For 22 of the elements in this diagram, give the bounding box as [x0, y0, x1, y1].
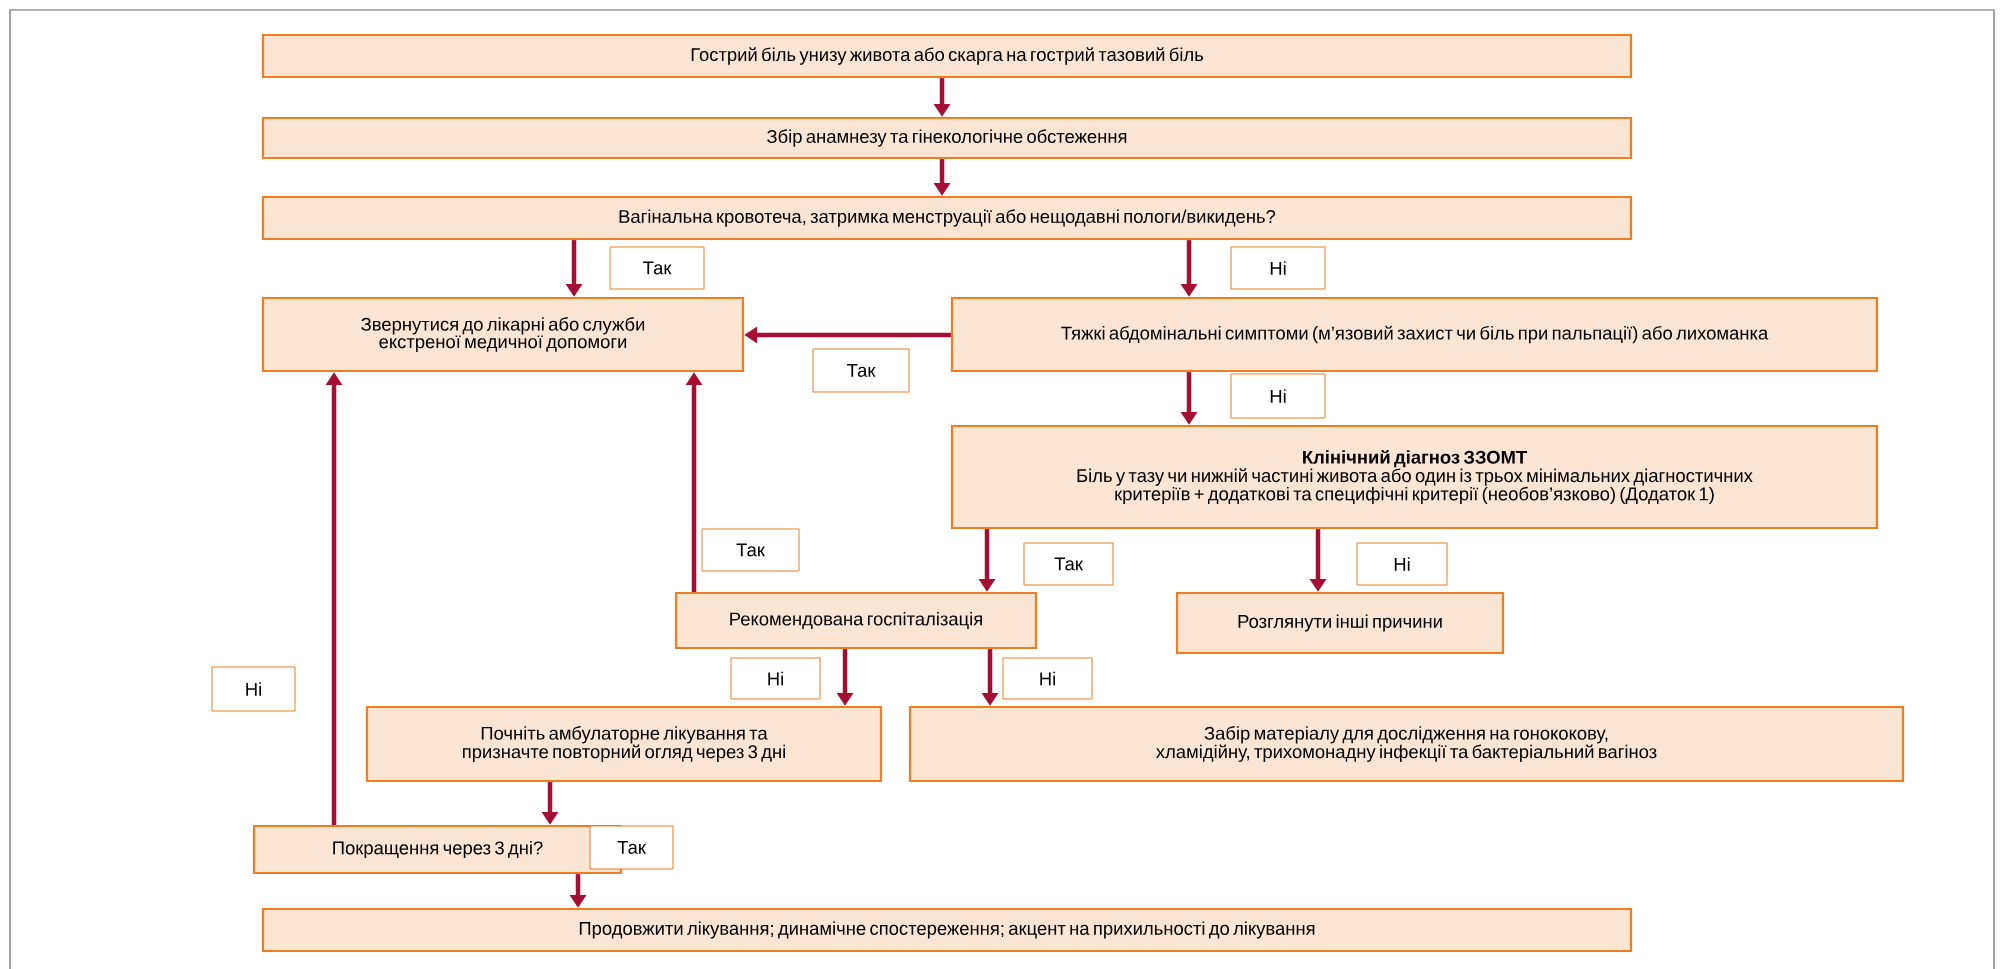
edge-label: Так	[609, 246, 705, 290]
edge-label: Ні	[1230, 373, 1326, 419]
edge-label: Ні	[211, 666, 296, 712]
edge-label: Ні	[1002, 657, 1093, 700]
process-box: Продовжити лікування; динамічне спостереження; акцент на прихильності до лікування	[261, 907, 1633, 953]
edge-label: Так	[701, 528, 800, 572]
edge-label: Так	[812, 348, 910, 393]
process-box: Клінічний діагноз ЗЗОМТ Біль у тазу чи нижній частині живота або один із трьох мінімальних діагностичних критеріїв + додаткові та специфічні критерії (необов’язково) (Додаток 1)	[950, 424, 1879, 530]
edge-label: Так	[1023, 542, 1114, 586]
edge-label: Ні	[1230, 246, 1326, 290]
process-box: Збір анамнезу та гінекологічне обстеження	[261, 116, 1633, 160]
process-box: Рекомендована госпіталізація	[674, 591, 1038, 650]
process-box: Розглянути інші причини	[1175, 591, 1505, 655]
process-box: Гострий біль унизу живота або скарга на гострий тазовий біль	[261, 33, 1633, 79]
edge-label: Ні	[730, 657, 821, 700]
process-box: Почніть амбулаторне лікування та призначте повторний огляд через 3 дні	[365, 705, 883, 783]
process-box: Звернутися до лікарні або служби екстреної медичної допомоги	[261, 296, 745, 373]
process-box: Тяжкі абдомінальні симптоми (м’язовий захист чи біль при пальпації) або лихоманка	[950, 296, 1879, 373]
edge-label: Ні	[1356, 542, 1448, 586]
edge-label: Так	[589, 825, 674, 870]
process-box: Забір матеріалу для дослідження на гонококову, хламідійну, трихомонадну інфекції та бактеріальний вагіноз	[908, 705, 1905, 783]
process-box: Вагінальна кровотеча, затримка менструації або нещодавні пологи/викидень?	[261, 195, 1633, 241]
